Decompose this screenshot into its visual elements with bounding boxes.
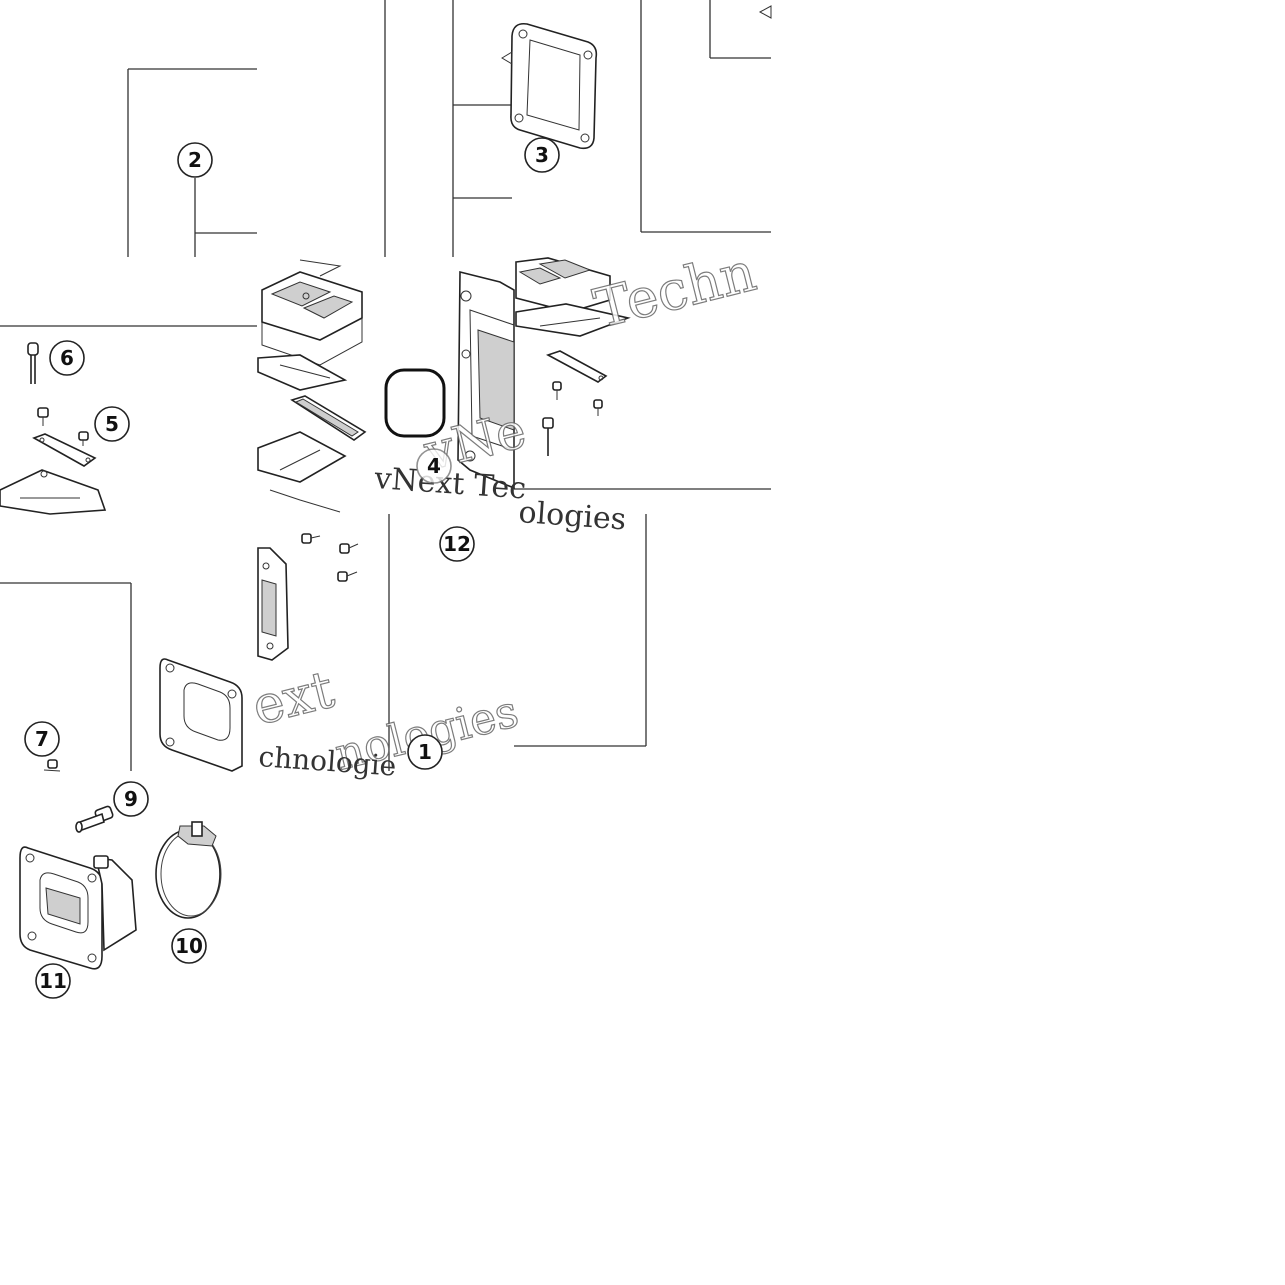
svg-text:7: 7 bbox=[35, 727, 49, 751]
callout-4: 4 bbox=[416, 448, 452, 484]
fragment-icon bbox=[758, 5, 772, 19]
watermark-fragment-ologies-right: ologies bbox=[517, 495, 627, 537]
callout-9: 9 bbox=[113, 781, 149, 817]
svg-text:2: 2 bbox=[188, 148, 202, 172]
block-lower-center bbox=[257, 547, 289, 661]
callouts: 2 3 6 5 4 12 7 1 bbox=[24, 137, 560, 999]
reed-plate-left bbox=[0, 469, 107, 515]
svg-text:12: 12 bbox=[443, 532, 471, 556]
svg-text:11: 11 bbox=[39, 969, 67, 993]
hose-clamp-part-10 bbox=[155, 821, 222, 919]
watermark-fragment-ext: ext bbox=[247, 660, 340, 738]
callout-12: 12 bbox=[439, 526, 475, 562]
callout-5: 5 bbox=[94, 406, 130, 442]
svg-text:9: 9 bbox=[124, 787, 138, 811]
reed-petals bbox=[257, 354, 367, 513]
frame-lines bbox=[0, 0, 771, 771]
screw-part-7 bbox=[43, 759, 61, 772]
callout-1: 1 bbox=[407, 734, 443, 770]
bolt-part-9 bbox=[75, 805, 114, 833]
gasket-lower bbox=[159, 658, 243, 772]
reed-block-housing bbox=[261, 259, 363, 366]
svg-text:5: 5 bbox=[105, 412, 119, 436]
svg-text:10: 10 bbox=[175, 934, 203, 958]
bolts-lower-center bbox=[301, 533, 359, 582]
pin-part-6 bbox=[27, 342, 39, 384]
callout-6: 6 bbox=[49, 340, 85, 376]
svg-text:4: 4 bbox=[427, 454, 441, 478]
gasket-part-3 bbox=[501, 22, 598, 150]
screws-right bbox=[542, 381, 603, 456]
svg-text:6: 6 bbox=[60, 346, 74, 370]
svg-text:1: 1 bbox=[418, 740, 432, 764]
svg-text:3: 3 bbox=[535, 143, 549, 167]
callout-3: 3 bbox=[524, 137, 560, 173]
watermark-fragment-techn: Techn bbox=[588, 240, 762, 341]
callout-7: 7 bbox=[24, 721, 60, 757]
callout-11: 11 bbox=[35, 963, 71, 999]
intake-boot-part-11 bbox=[19, 846, 137, 970]
callout-2: 2 bbox=[177, 142, 213, 178]
callout-10: 10 bbox=[171, 928, 207, 964]
intake-flange bbox=[457, 270, 515, 490]
screws-part-5 bbox=[32, 407, 97, 467]
o-ring bbox=[384, 368, 446, 438]
reed-block-right bbox=[515, 257, 631, 383]
